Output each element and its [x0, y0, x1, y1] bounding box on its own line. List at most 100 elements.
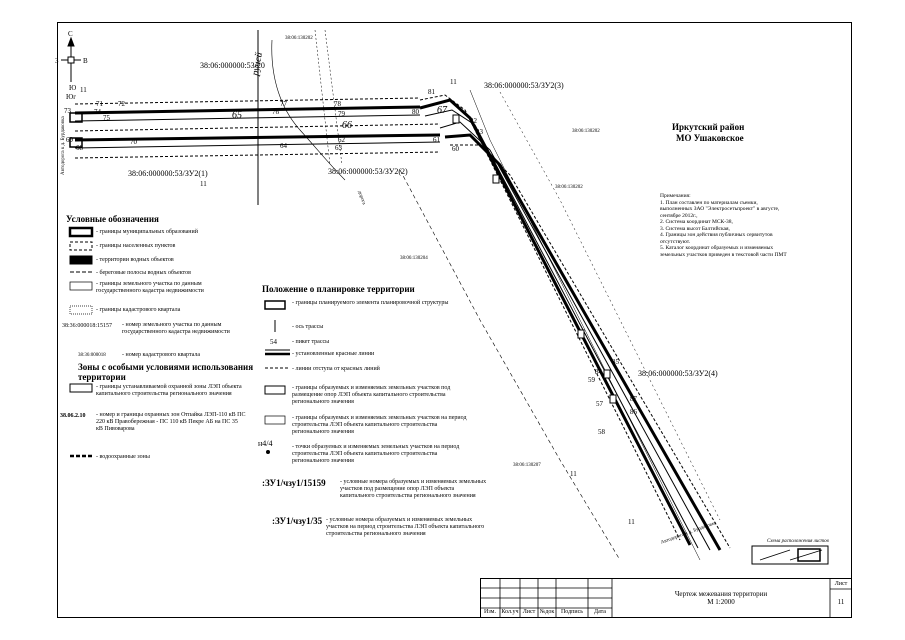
legend3-swatches: [264, 300, 290, 454]
picket-74: 74: [94, 108, 101, 116]
legend3-item: - пикет трассы: [292, 339, 330, 345]
picket-sample: 54: [270, 338, 277, 346]
road-left-edge: [399, 169, 621, 561]
picket-59: 59: [588, 376, 595, 384]
point-sample: н4/4: [258, 439, 273, 448]
picket-69: 69: [66, 136, 73, 144]
inset-title: Схема расположения листов: [767, 539, 829, 544]
picket-11-c: 11: [200, 180, 207, 188]
parcel-label-p3: 38:06:000000:53/ЗУ2(1): [128, 169, 208, 178]
notes-item: 5. Каталог координат образуемых и изменя…: [660, 245, 787, 258]
picket-67: 67: [437, 105, 447, 116]
picket-77: 77: [280, 100, 287, 108]
north-arrow-icon: [61, 36, 81, 82]
legend1-item: - границы муниципальных образований: [96, 229, 198, 235]
picket-79: 79: [338, 110, 345, 118]
parcel-label-p4: 38:06:000000:53/ЗУ2(2): [328, 167, 408, 176]
picket-62: 62: [338, 136, 345, 144]
picket-85: 85: [612, 358, 619, 366]
picket-81: 81: [428, 88, 435, 96]
cad-desc: - номер земельного участка по данным гос…: [122, 322, 230, 335]
legend3-title: Положение о планировке территории: [262, 284, 415, 294]
picket-57: 57: [596, 400, 603, 408]
picket-68: 68: [76, 144, 83, 152]
compass-north: С: [68, 30, 73, 38]
picket-60: 60: [452, 145, 459, 153]
notes-block: Примечания: 1. План составлен по материа…: [660, 193, 790, 258]
compass-east: В: [83, 57, 88, 65]
road-right-edge: [499, 91, 721, 521]
compass-west: З: [55, 57, 59, 65]
stamp-col: Кол.уч: [501, 609, 519, 615]
picket-84: 84: [595, 368, 602, 376]
left-corridor: [69, 97, 441, 159]
stream-curve: [271, 39, 346, 181]
legend1-item: - границы населенных пунктов: [96, 243, 176, 249]
legend3-item: - условные номера образуемых и изменяемы…: [340, 479, 487, 499]
legend2-item: - номер и границы охранных зон Отпайка Л…: [96, 412, 246, 432]
picket-11-d: 11: [570, 470, 577, 478]
picket-75: 75: [103, 114, 110, 122]
picket-11-b: 11: [450, 78, 457, 86]
legend1-item: - границы кадастрового квартала: [96, 307, 181, 313]
stamp-col: Лист: [522, 609, 536, 615]
picket-87: 87: [630, 395, 637, 403]
legend3-item: - границы образуемых и изменяемых земель…: [292, 385, 451, 405]
picket-72: 72: [118, 100, 125, 108]
picket-71: 71: [96, 100, 103, 108]
parcel-label-p2: 38:06:000000:53/ЗУ2(3): [484, 81, 564, 90]
stamp-col: Подпись: [560, 609, 584, 615]
stamp-col: Дата: [594, 609, 606, 615]
notes-item: 4. Границы зон действия публичных сервит…: [660, 232, 773, 245]
picket-82: 82: [470, 117, 477, 125]
picket-76: 76: [272, 108, 279, 116]
picket-63: 63: [335, 144, 342, 152]
notes-title: Примечания:: [660, 193, 691, 199]
stamp-col: Изм.: [484, 609, 496, 615]
picket-58: 58: [598, 428, 605, 436]
region-subtitle: МО Ушаковское: [676, 133, 744, 143]
picket-65: 65: [232, 110, 242, 121]
legend1-item: - границы земельного участка по данным г…: [96, 281, 204, 294]
code1-sample: :ЗУ1/чзу1/15159: [262, 478, 326, 488]
quarter-label-q5: 38:06:130207: [513, 463, 541, 468]
notes-item: 1. План составлен по материалам съемки, …: [660, 199, 780, 219]
quarter-label-q1: 38:06:130202: [285, 36, 313, 41]
diagonal-corridor: [419, 89, 731, 561]
parcel-label-p5: 38:06:000000:53/ЗУ2(4): [638, 369, 718, 378]
picket-80: 80: [412, 108, 419, 116]
legend3-item: - границы образуемых и изменяемых земель…: [292, 415, 467, 435]
legend2-title: Зоны с особыми условиями использования т…: [78, 362, 254, 382]
legend3-item: - установленные красные линии: [292, 351, 375, 357]
quarter-label-q4: 38:06:130204: [400, 256, 428, 261]
stamp-col: №док: [539, 609, 555, 615]
title-block: Изм. Кол.уч Лист №док Подпись Дата Черте…: [480, 578, 852, 618]
picket-83: 83: [476, 128, 483, 136]
legend2-item: - границы устанавливаемой охранной зоны …: [96, 384, 242, 397]
cad-sample: 38:36:000018:15157: [62, 323, 113, 329]
notes-item: 3. Система высот Балтийская,: [660, 225, 730, 232]
picket-78: 78: [334, 100, 341, 108]
legend1-swatches: [68, 226, 94, 458]
legend1-item: - территории водных объектов: [96, 257, 174, 263]
parcel-label-p1: 38:06:000000:53/20: [200, 61, 265, 70]
picket-61: 61: [433, 136, 440, 144]
picket-73: 73: [64, 107, 71, 115]
quarter-label-q2: 38:06:130202: [572, 129, 600, 134]
legend1-item: - береговые полосы водных объектов: [96, 270, 191, 276]
vertical-road: [314, 29, 343, 166]
south-label: Юг: [66, 93, 77, 101]
support-boxes: [452, 114, 617, 404]
legend3-item: - линии отступа от красных линий: [292, 366, 380, 372]
legend3-item: - условные номера образуемых и изменяемы…: [326, 517, 485, 537]
legend2-item: - водоохранные зоны: [96, 454, 150, 460]
notes-item: 2. Система координат МСК-38,: [660, 219, 733, 225]
legend1-title: Условные обозначения: [66, 214, 159, 224]
title-block-grid: [480, 578, 852, 618]
stamp-title: Чертеж межевания территории: [674, 590, 768, 598]
road-left-label: Автодорога к д. Бурдаковка: [61, 116, 66, 175]
code2-sample: :ЗУ1/чзу1/35: [272, 516, 323, 526]
quarter-label-q3: 38:06:130202: [555, 185, 583, 190]
inset-scheme-icon: [751, 545, 829, 565]
